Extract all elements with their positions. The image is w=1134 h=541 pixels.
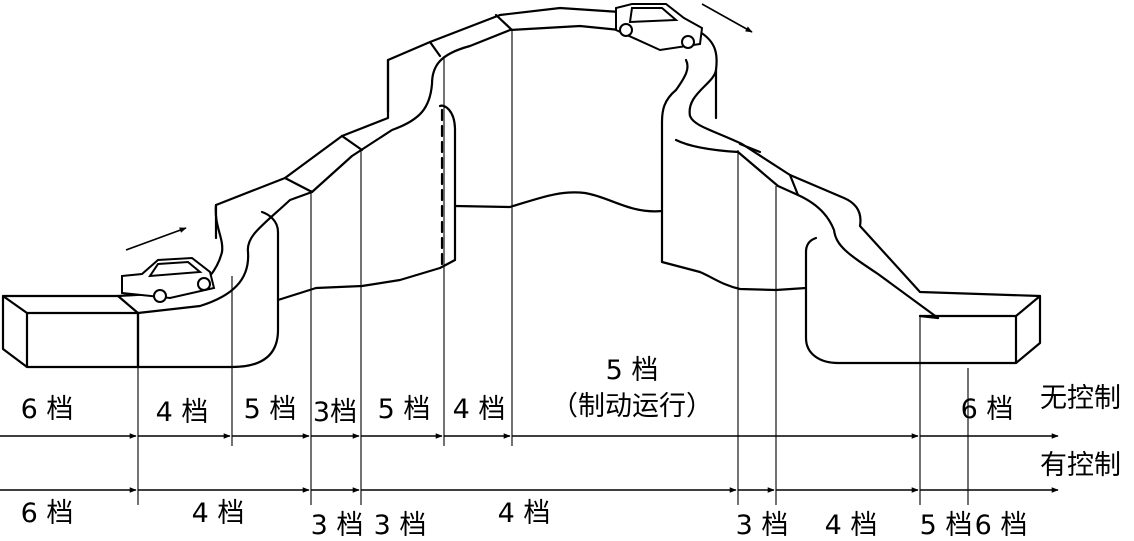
top-seg-label: 6 档 bbox=[20, 394, 74, 425]
road-inner-edge-left bbox=[136, 24, 622, 315]
car-icon bbox=[615, 3, 704, 52]
wall-left-1 bbox=[136, 210, 280, 369]
bottom-seg-label: 3 档 bbox=[735, 510, 789, 541]
road-inner-edge-right bbox=[660, 58, 940, 320]
bottom-seg-label: 4 档 bbox=[824, 510, 878, 541]
wall-right-2 bbox=[714, 68, 1042, 365]
road-terrain bbox=[1, 6, 1042, 369]
road-cross-lines bbox=[283, 13, 940, 320]
left-start-block bbox=[1, 294, 140, 369]
bottom-seg-label: 3 档 bbox=[373, 510, 427, 541]
top-seg-label: 3档 bbox=[312, 397, 358, 428]
top-seg-label: 5 档 bbox=[243, 394, 297, 425]
car-icon bbox=[121, 256, 216, 303]
top-seg-label: 4 档 bbox=[452, 394, 506, 425]
wall-left-2 bbox=[214, 104, 457, 302]
direction-arrow-icon bbox=[701, 3, 753, 33]
road-top-edge-left bbox=[116, 6, 622, 298]
boundary-lines bbox=[137, 30, 969, 505]
no-control-label: 无控制 bbox=[1040, 383, 1121, 414]
with-control-label: 有控制 bbox=[1040, 450, 1121, 481]
wall-right-1 bbox=[660, 209, 818, 292]
bottom-seg-label: 6 档 bbox=[20, 498, 74, 529]
top-seg-label: 6 档 bbox=[960, 394, 1014, 425]
direction-arrow-icon bbox=[125, 227, 187, 251]
bottom-seg-label: 3 档 bbox=[310, 510, 364, 541]
bottom-seg-label: 5 档 bbox=[919, 510, 973, 541]
braking-note: （制动运行） bbox=[551, 391, 713, 422]
bottom-seg-label: 4 档 bbox=[497, 498, 551, 529]
bottom-seg-label: 4 档 bbox=[191, 498, 245, 529]
top-seg-label: 5 档 bbox=[377, 394, 431, 425]
top-seg-label: 4 档 bbox=[155, 397, 209, 428]
bottom-seg-label: 6 档 bbox=[974, 510, 1028, 541]
top-seg-label: 5 档 bbox=[605, 355, 659, 386]
wall-left-3 bbox=[386, 58, 664, 213]
road-top-edge-right bbox=[688, 30, 1042, 298]
